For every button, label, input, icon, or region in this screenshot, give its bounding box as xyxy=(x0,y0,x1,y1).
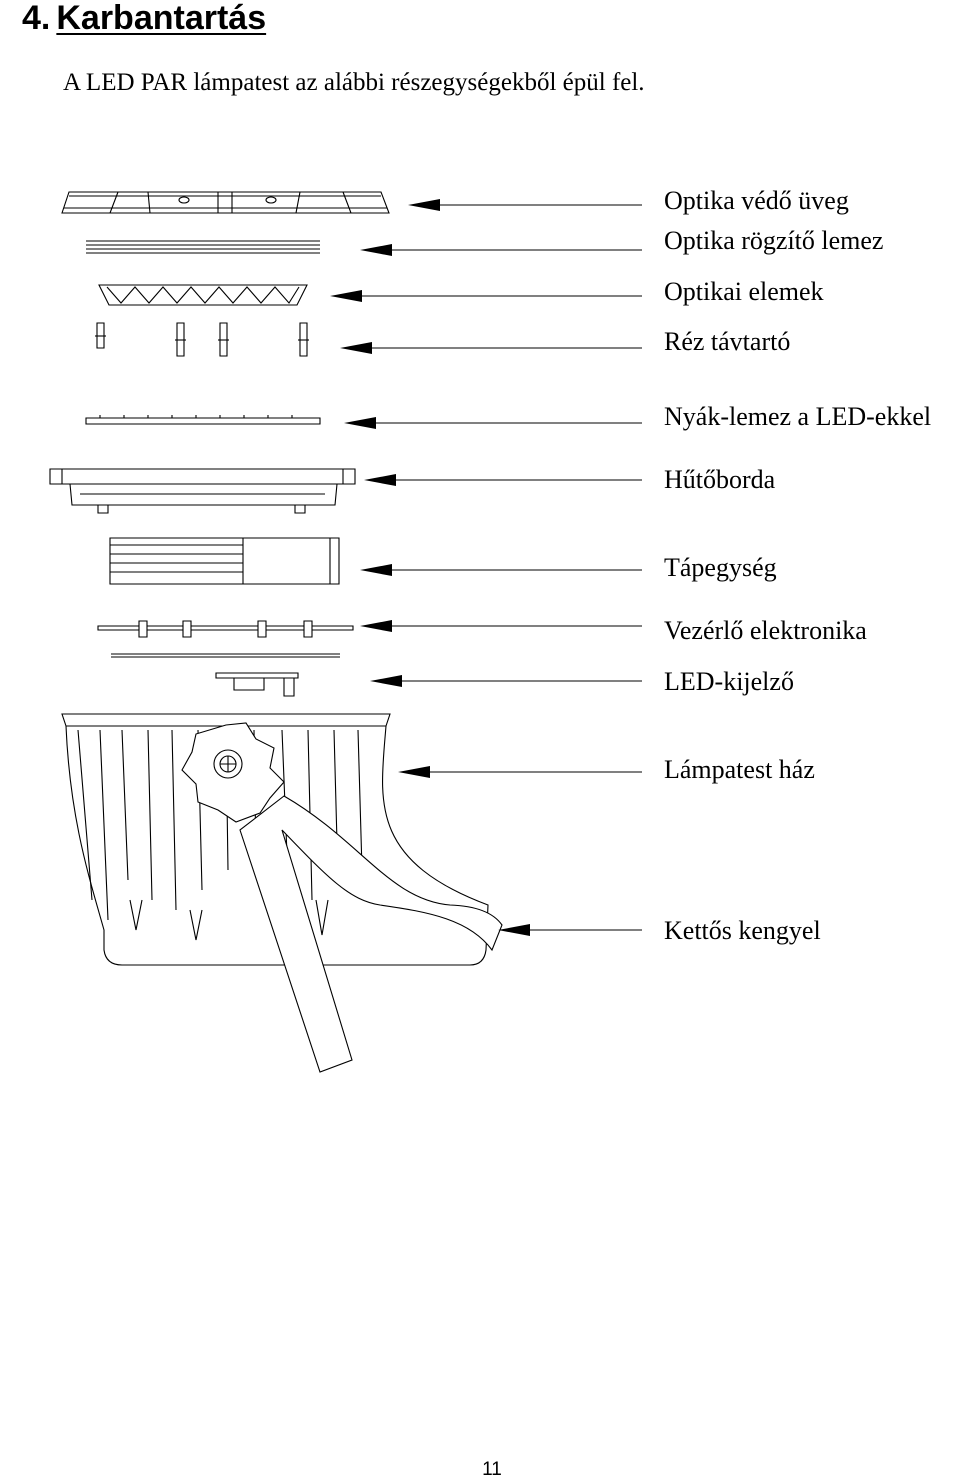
label-controller: Vezérlő elektronika xyxy=(664,616,867,645)
label-optical-elements: Optikai elemek xyxy=(664,277,824,306)
label-heatsink: Hűtőborda xyxy=(664,465,776,494)
label-psu: Tápegység xyxy=(664,553,777,582)
label-optics-glass: Optika védő üveg xyxy=(664,186,849,215)
page-number: 11 xyxy=(482,1459,502,1480)
label-bracket: Kettős kengyel xyxy=(664,916,821,945)
part-spacers xyxy=(95,323,309,356)
part-optics-glass xyxy=(62,192,389,213)
part-heatsink xyxy=(50,469,355,513)
intro-text: A LED PAR lámpatest az alábbi részegység… xyxy=(63,69,645,96)
part-bracket xyxy=(182,723,502,1072)
section-number: 4. xyxy=(22,0,51,37)
part-optical-elements xyxy=(99,285,307,305)
section-title: Karbantartás xyxy=(56,0,267,37)
part-display xyxy=(216,673,298,696)
part-pcb xyxy=(86,415,320,424)
part-housing xyxy=(62,714,488,965)
label-display: LED-kijelző xyxy=(664,667,794,696)
label-optics-plate: Optika rögzítő lemez xyxy=(664,226,884,255)
part-optics-plate xyxy=(86,241,320,253)
leader-arrows xyxy=(330,199,642,936)
part-psu xyxy=(110,538,339,584)
label-pcb: Nyák-lemez a LED-ekkel xyxy=(664,402,932,431)
label-housing: Lámpatest ház xyxy=(664,755,815,784)
part-controller xyxy=(98,621,353,657)
section-heading: 4.Karbantartás xyxy=(22,0,266,40)
label-spacers: Réz távtartó xyxy=(664,327,791,356)
